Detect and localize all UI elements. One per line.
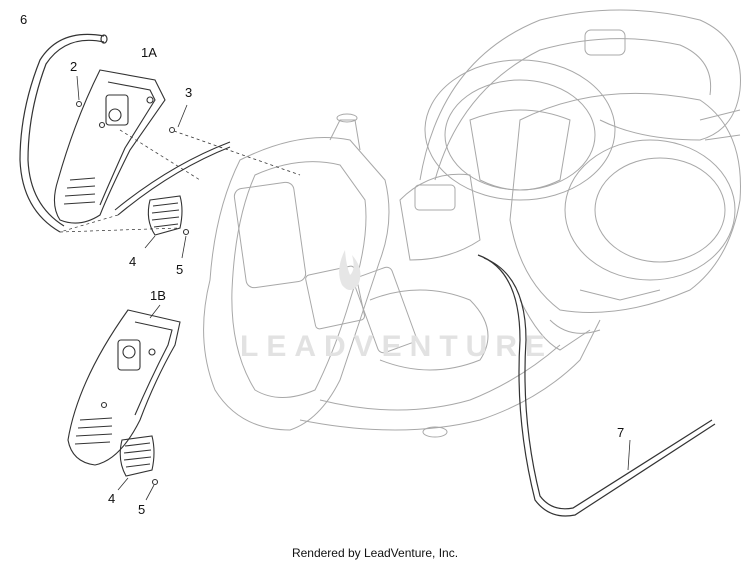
part-4b-grille <box>117 435 159 501</box>
part-2-screw <box>76 75 82 107</box>
callout-5b: 5 <box>138 502 146 517</box>
watermark-text: LEADVENTURE <box>240 330 554 363</box>
callout-4b: 4 <box>108 491 116 506</box>
footer-credit: Rendered by LeadVenture, Inc. <box>291 546 459 560</box>
callout-1a: 1A <box>141 45 157 60</box>
part-4a-grille <box>59 195 190 259</box>
callout-3: 3 <box>185 85 193 100</box>
part-3-screw <box>169 104 301 176</box>
callout-2: 2 <box>70 59 78 74</box>
callout-1b: 1B <box>150 288 166 303</box>
part-7-edge-trim <box>477 254 716 517</box>
part-1a-legshield-cover <box>53 69 201 224</box>
watermark-flame-icon <box>339 250 361 290</box>
callout-6: 6 <box>20 12 28 27</box>
trim-strip-rod <box>59 141 231 233</box>
callout-5a: 5 <box>176 262 184 277</box>
scooter-body-outline <box>203 9 741 438</box>
callout-7: 7 <box>617 425 625 440</box>
part-6-edge-trim <box>19 33 108 233</box>
part-1b-legshield-cover <box>67 304 181 466</box>
callout-4a: 4 <box>129 254 137 269</box>
